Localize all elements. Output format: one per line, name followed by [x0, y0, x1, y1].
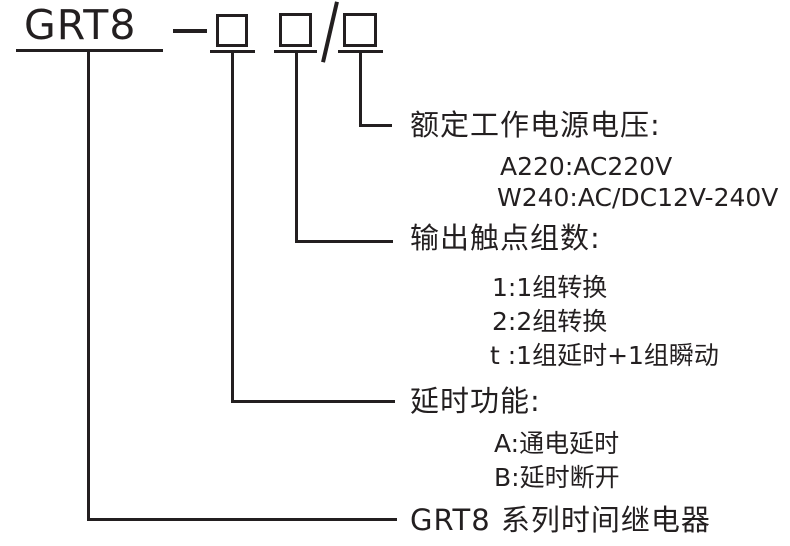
connector-delay-horizontal [231, 400, 395, 403]
placeholder-box-voltage [343, 13, 377, 47]
connector-contacts-vertical [295, 53, 298, 243]
box-underline-delay-function [210, 50, 255, 53]
contacts-option-2: 2:2组转换 [492, 307, 608, 336]
dash-separator [173, 29, 207, 33]
connector-delay-vertical [231, 53, 234, 403]
voltage-option-a220: A220:AC220V [500, 152, 673, 181]
box-underline-voltage [338, 50, 383, 53]
connector-series-horizontal [87, 518, 397, 521]
label-output-contacts: 输出触点组数: [410, 221, 601, 255]
contacts-option-1: 1:1组转换 [492, 273, 608, 302]
connector-contacts-horizontal [295, 240, 393, 243]
label-rated-voltage: 额定工作电源电压: [410, 108, 661, 142]
label-series-name: GRT8 系列时间继电器 [410, 503, 711, 537]
placeholder-box-delay-function [216, 14, 248, 47]
slash-separator [321, 1, 339, 63]
placeholder-box-output-contacts [279, 13, 312, 47]
box-underline-output-contacts [274, 50, 317, 53]
series-underline [16, 49, 163, 52]
delay-option-a: A:通电延时 [494, 429, 620, 458]
model-series-text: GRT8 [24, 1, 137, 49]
connector-voltage-horizontal [359, 124, 392, 127]
connector-series-vertical [87, 52, 90, 521]
connector-voltage-vertical [359, 53, 362, 127]
contacts-option-t: t :1组延时+1组瞬动 [490, 341, 719, 370]
label-delay-function: 延时功能: [410, 384, 541, 418]
voltage-option-w240: W240:AC/DC12V-240V [497, 183, 779, 212]
delay-option-b: B:延时断开 [494, 463, 620, 492]
